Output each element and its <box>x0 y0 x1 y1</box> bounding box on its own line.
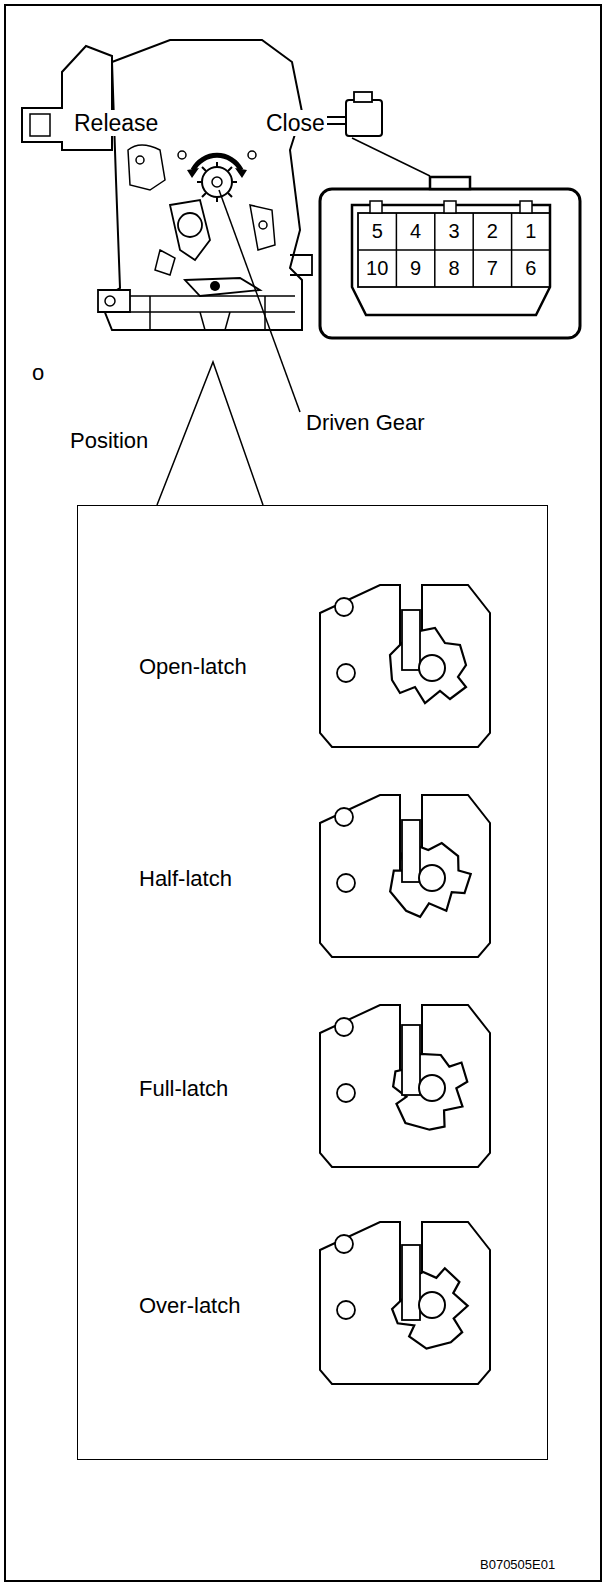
pin-number: 7 <box>473 250 511 287</box>
pin-number: 9 <box>396 250 434 287</box>
position-panel: PositionOpen-latchHalf-latchFull-latchOv… <box>77 505 548 1460</box>
pin-number: 6 <box>512 250 550 287</box>
pin-number: 4 <box>396 213 434 250</box>
pin-number: 1 <box>512 213 550 250</box>
latch-position-label: Full-latch <box>139 1076 228 1101</box>
latch-position-label: Over-latch <box>139 1293 240 1318</box>
direction-label: Release <box>72 110 160 136</box>
latch-position-label: Open-latch <box>139 654 247 679</box>
pin-number: 5 <box>358 213 396 250</box>
latch-position-label: Half-latch <box>139 866 232 891</box>
direction-label: Close <box>264 110 327 136</box>
callout-heading: Position <box>70 428 148 453</box>
connector-face: 54321 109876 <box>318 175 582 340</box>
mark-label: o <box>30 360 46 385</box>
pin-number: 10 <box>358 250 396 287</box>
pin-number: 8 <box>435 250 473 287</box>
pin-number: 2 <box>473 213 511 250</box>
pin-number: 3 <box>435 213 473 250</box>
figure-code: B070505E01 <box>478 1558 557 1573</box>
part-name: Driven Gear <box>304 410 427 435</box>
